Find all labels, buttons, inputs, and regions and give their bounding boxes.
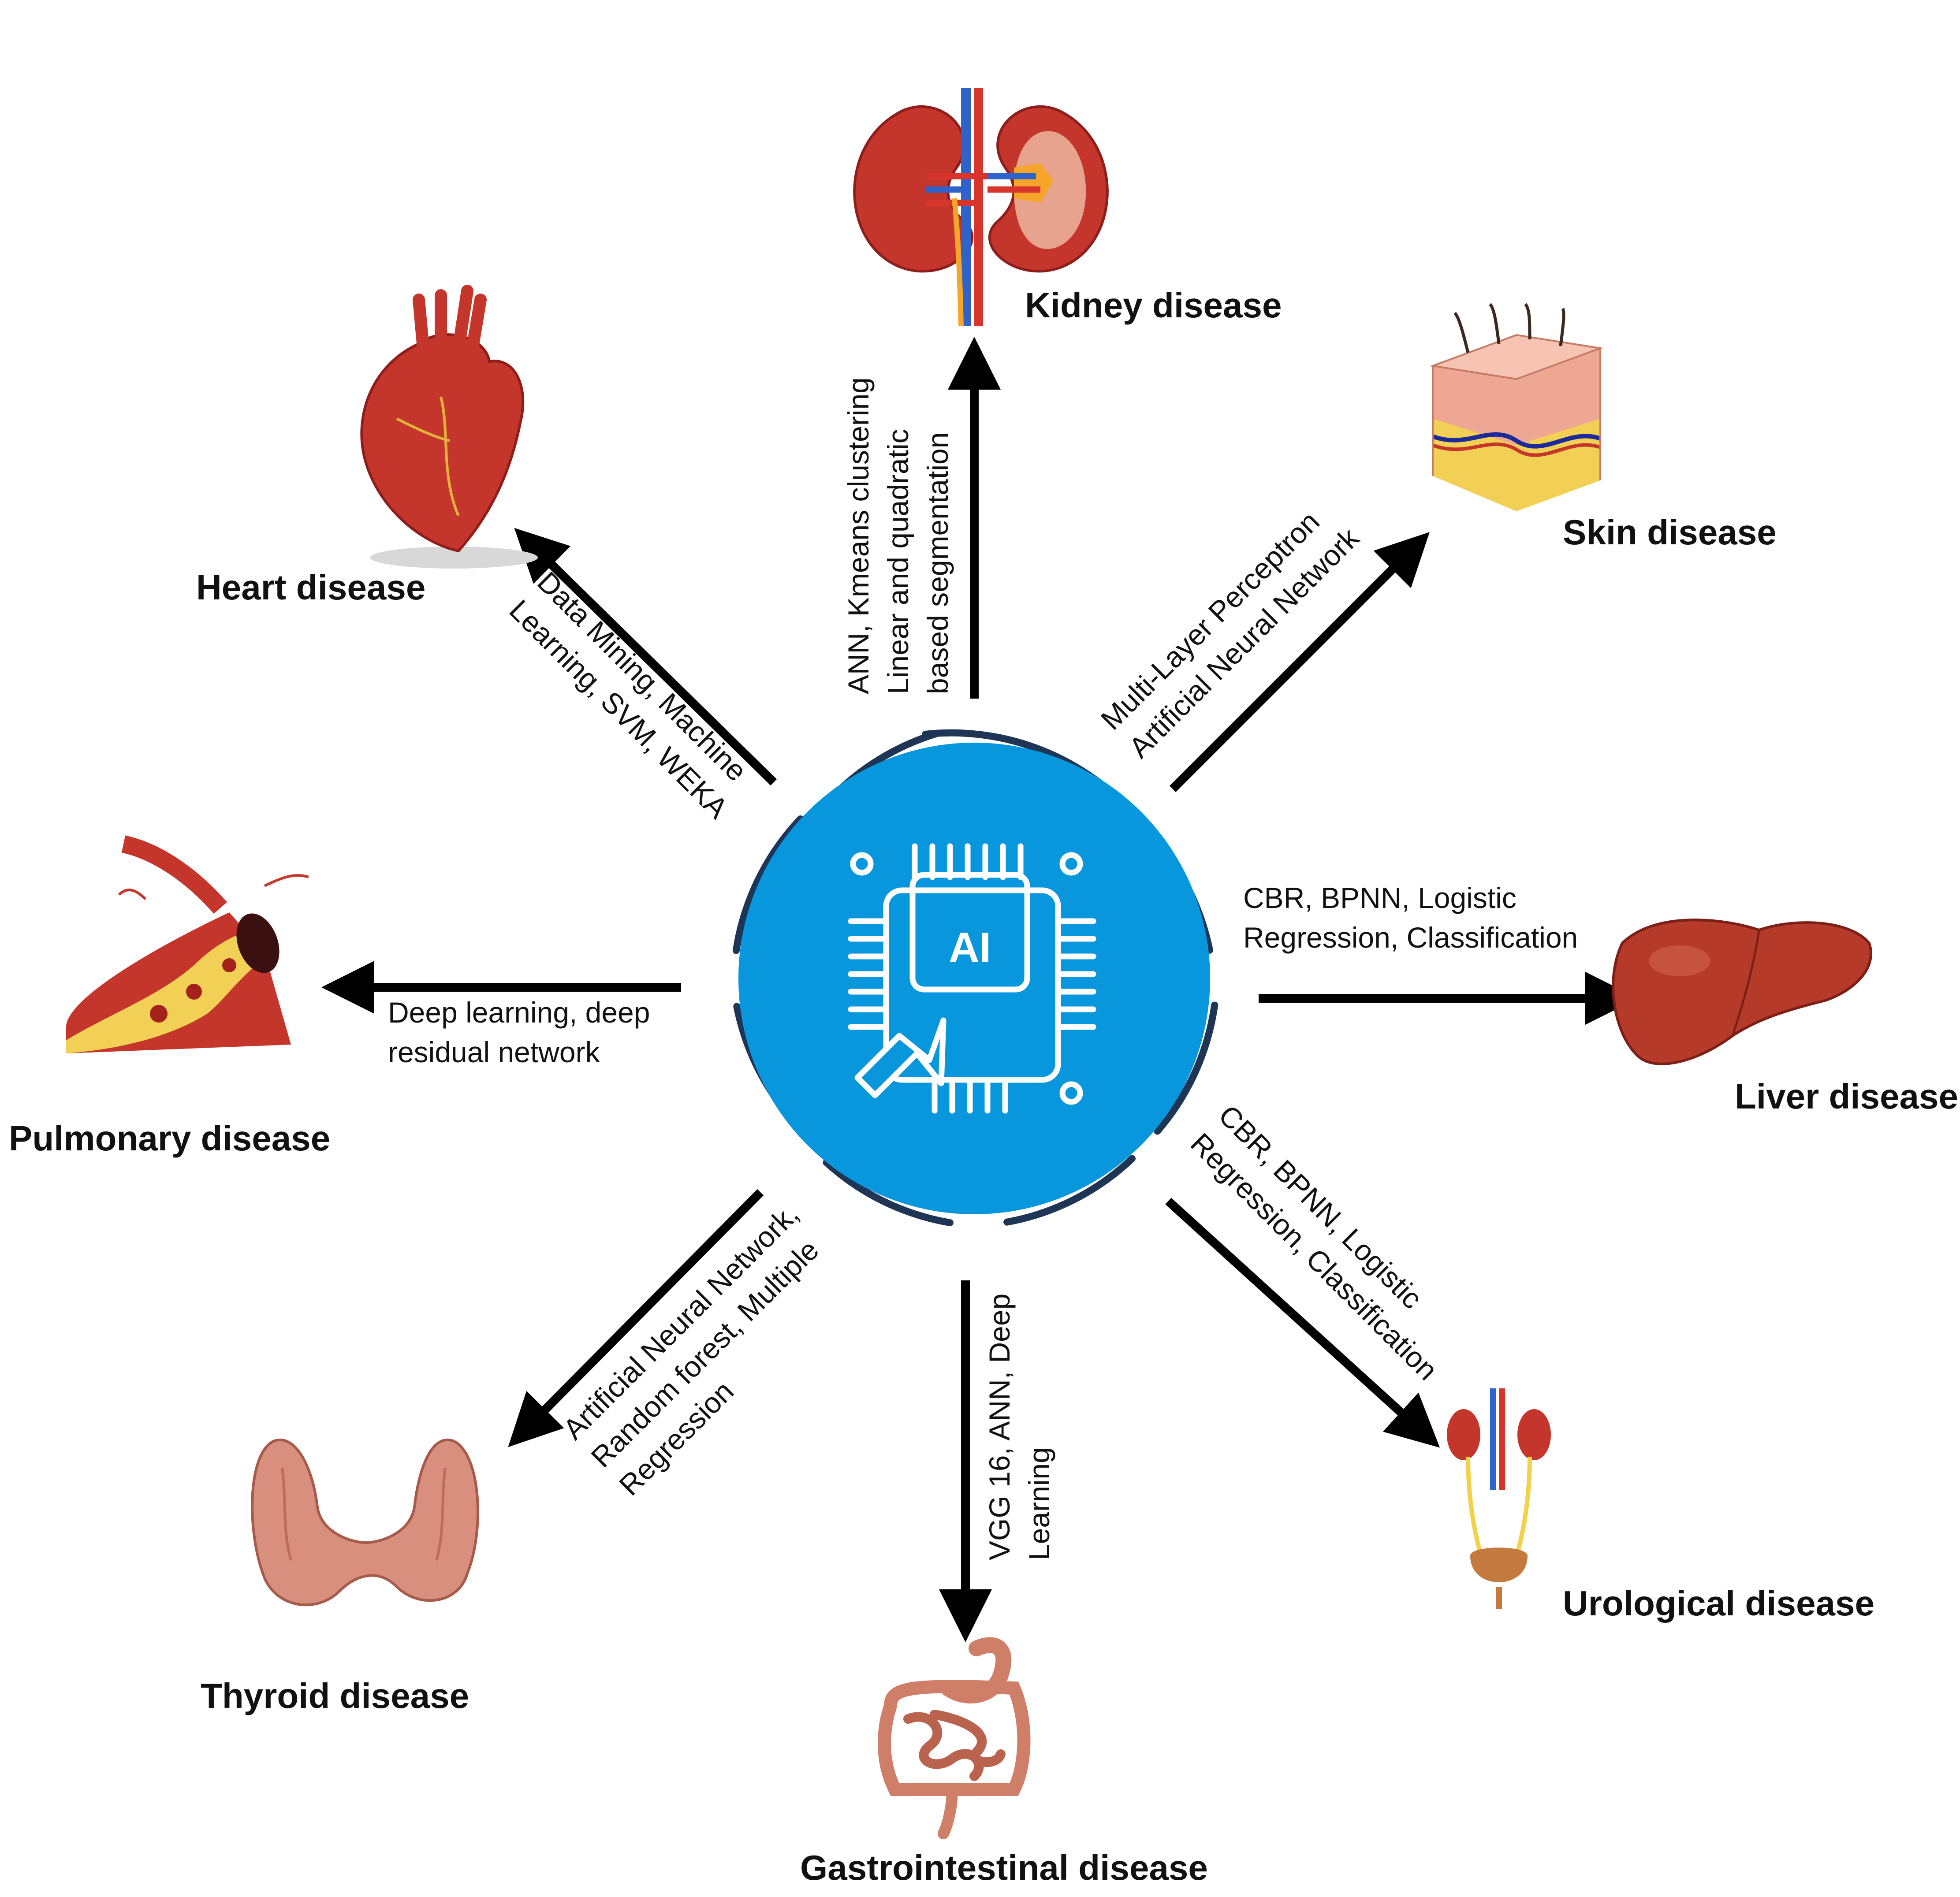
ai-chip-cursor-icon xyxy=(848,843,1096,1114)
methods-liver: CBR, BPNN, Logistic Regression, Classifi… xyxy=(1243,882,1578,954)
methods-pulmonary: Deep learning, deep residual network xyxy=(388,996,658,1068)
methods-gastro: VGG 16, ANN, Deep Learning xyxy=(983,1285,1055,1560)
arrow-urological xyxy=(1165,1198,1440,1448)
hub-label: AI xyxy=(949,924,991,971)
method-line: Random forest, Multiple xyxy=(585,1233,825,1473)
skin-layers-icon xyxy=(1429,303,1604,511)
urinary-system-icon xyxy=(1447,1388,1551,1609)
kidney-icon xyxy=(853,88,1109,327)
method-line: Deep learning, deep xyxy=(388,996,650,1029)
method-line: Artificial Neural Network, xyxy=(557,1198,805,1446)
method-line: Learning xyxy=(1023,1447,1055,1560)
thyroid-icon xyxy=(251,1439,479,1607)
disease-label-liver: Liver disease xyxy=(1735,1077,1958,1116)
method-line: Multi-Layer Perceptron xyxy=(1095,505,1326,736)
disease-labels: Kidney disease Skin disease Liver diseas… xyxy=(9,286,1958,1887)
method-line: based segmentation xyxy=(921,432,954,694)
intestines-icon xyxy=(878,1637,1031,1839)
artery-plaque-icon xyxy=(66,835,309,1053)
disease-label-thyroid: Thyroid disease xyxy=(201,1676,469,1715)
disease-label-kidney: Kidney disease xyxy=(1025,286,1282,325)
hub-disc xyxy=(738,743,1210,1214)
method-line: VGG 16, ANN, Deep xyxy=(983,1294,1016,1560)
arrow-heart xyxy=(514,528,777,786)
heart-icon xyxy=(360,285,538,569)
ai-hub: AI xyxy=(732,729,1218,1227)
method-line: ANN, Kmeans clustering xyxy=(842,377,875,694)
method-line: CBR, BPNN, Logistic xyxy=(1243,882,1517,914)
disease-label-skin: Skin disease xyxy=(1563,513,1777,552)
disease-label-heart: Heart disease xyxy=(196,568,425,607)
arrows xyxy=(321,337,1638,1642)
disease-label-urological: Urological disease xyxy=(1563,1584,1874,1623)
methods-skin: Multi-Layer Perceptron Artificial Neural… xyxy=(1095,493,1366,764)
arrow-thyroid xyxy=(508,1189,764,1447)
disease-label-pulmonary: Pulmonary disease xyxy=(9,1119,330,1158)
arrow-skin xyxy=(1169,532,1430,792)
liver-icon xyxy=(1612,919,1872,1065)
method-line: Linear and quadratic xyxy=(882,429,914,694)
method-line: residual network xyxy=(388,1036,600,1068)
methods-heart: Data Mining, Machine Learning, SVM, WEKA xyxy=(503,565,762,825)
methods-kidney: ANN, Kmeans clustering Linear and quadra… xyxy=(842,369,954,694)
disease-label-gastro: Gastrointestinal disease xyxy=(800,1848,1208,1887)
method-line: Regression, Classification xyxy=(1243,921,1578,954)
method-line: Artificial Neural Network xyxy=(1122,521,1365,764)
